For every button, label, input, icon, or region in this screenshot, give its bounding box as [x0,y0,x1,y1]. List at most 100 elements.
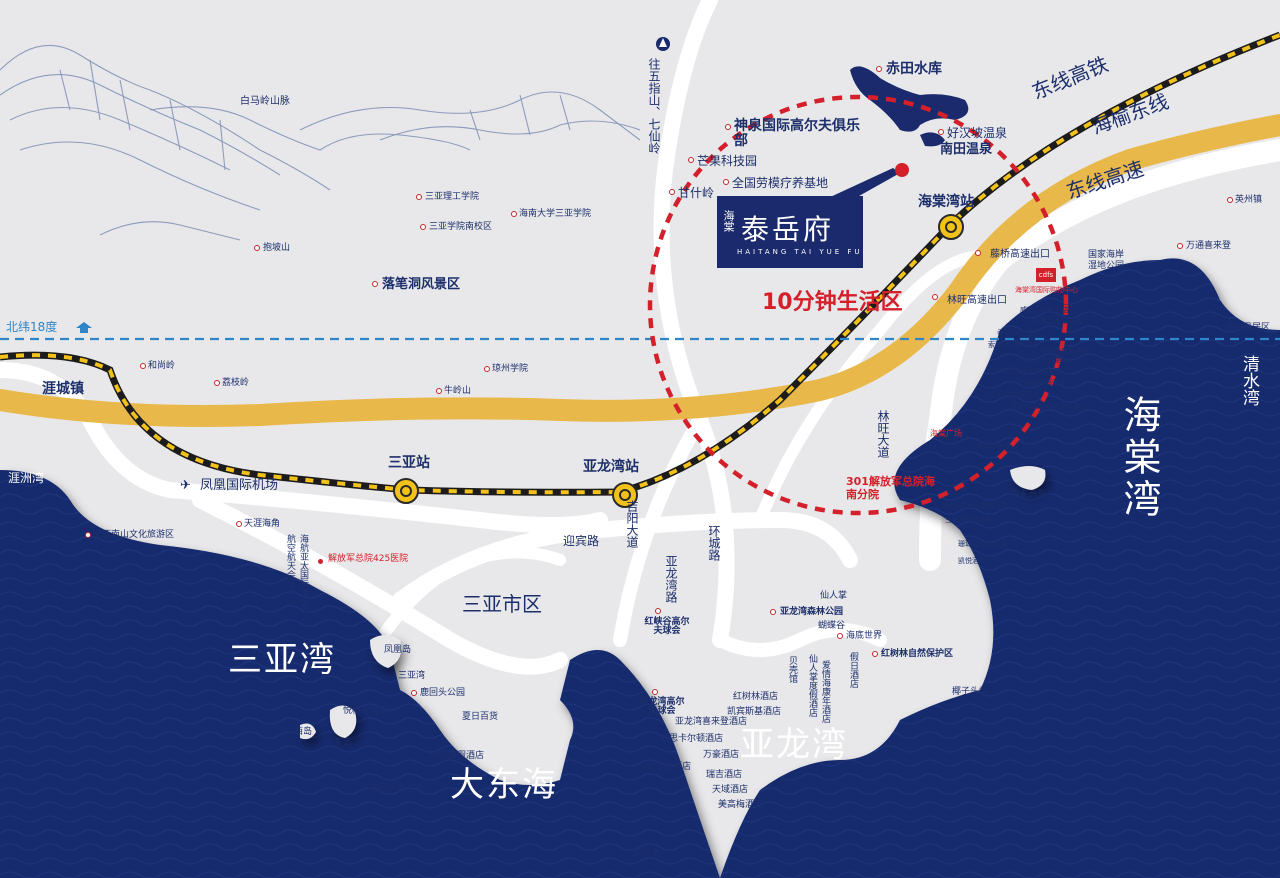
lingwang-road-label: 林旺大道 [876,410,890,458]
hotel-label: 航空航天会议中心 [285,534,295,606]
niulingshan-label: 牛岭山 [444,386,472,396]
place-dot [655,608,661,614]
hospital-dot [318,559,323,564]
place-dot [214,380,220,386]
fenghuangdao-label: 凤凰岛 [384,645,412,655]
hotel-label: 美高梅酒店 [718,800,764,810]
hotel-label: 假日酒店 [848,652,858,688]
place-dot [837,633,843,639]
project-logo[interactable]: 海棠 泰岳府 HAITANG TAI YUE FU [717,196,863,268]
hotel-label: 万达嘉华度假酒店 [983,391,1039,399]
yalongwan-station-label: 亚龙湾站 [583,459,639,475]
chiling-label: 赤岭民居区 [1225,323,1271,333]
hongxiagu-label: 红峡谷高尔夫球会 [644,617,690,636]
place-dot [938,129,944,135]
qingshui-bay-label: 清水湾 [1239,355,1259,406]
place-dot [254,245,260,251]
mangrove-label: 红树林自然保护区 [881,649,954,659]
hotel-label: 铂尔曼酒店 [646,762,692,772]
yeshutou-label: 椰子头岭 [952,687,989,697]
yazhou-bay-label: 涯洲湾 [8,471,45,485]
shenquan-label: 神泉国际高尔夫俱乐部 [734,118,860,150]
hotel-label: 凯宾斯基度假酒店 [1010,379,1066,387]
islands [300,466,1046,740]
station-icon[interactable] [612,482,638,508]
hotel-label: 三亚财经国际论坛永久会址 [1003,402,1087,410]
station-icon[interactable] [393,478,419,504]
paoposhan-label: 抱坡山 [263,243,291,253]
haopobo-label: 好汉坡温泉 [947,126,1008,140]
logo-small-text: 海棠 [722,210,735,232]
hotel-label: 索菲特度假酒店 [988,341,1037,349]
hedanling-label: 和尚岭 [148,361,176,371]
hotel-label: 朗德姆海景度假酒店 [945,502,1008,510]
baimaling-label: 白马岭山脉 [240,96,290,107]
nantian-pond [920,132,945,147]
place-dot [876,66,882,72]
place-dot [85,532,91,538]
place-dot [372,281,378,287]
xidao-label: 西岛 [294,727,313,737]
hotel-label: 丽思卡尔顿酒店 [660,734,724,744]
beike-label: 贝壳馆 [787,656,797,683]
place-dot [770,609,776,615]
sanya-bay-label: 三亚湾 [228,640,336,680]
yacheng-label: 涯城镇 [42,381,84,397]
logo-main-text: 泰岳府 [741,213,835,246]
sanya-station-label: 三亚站 [388,455,430,471]
qiongzhou-label: 琼州学院 [492,364,529,374]
yalong-golf-label: 亚龙湾高尔夫球会 [639,697,685,716]
hotel-label: 洲际度假酒店 [430,751,485,761]
hotel-label: 三亚湾 [398,671,426,681]
cdfs-logo: cdfs [1036,268,1056,282]
hotel-label: 希尔顿逸林滨海度假酒店 [985,367,1062,375]
chitian-label: 赤田水库 [886,61,942,77]
hotel-label: 爱情海康年酒店 [820,660,830,723]
xianrenzhang-label: 仙人掌 [820,591,848,601]
wandafu-label: 万通喜来登 [1186,241,1232,251]
airplane-icon: ✈ [180,478,191,493]
haitang-square-label: 海棠广场 [930,429,962,438]
hotel-label: 亚龙湾喜来登酒店 [675,717,748,727]
place-dot [236,521,242,527]
hotel-label: 红树林酒店 [733,692,779,702]
cdfs-mall-label: 海棠湾国际购物中心 [1015,286,1078,294]
luhuitou-golf-label: 鹿回头高尔夫 [370,784,425,794]
hotel-label: 天域酒店 [712,785,749,795]
place-dot [669,189,675,195]
dadonghai-label: 大东海 [450,765,558,805]
yalong-bay-label: 亚龙湾 [740,725,848,765]
dongdao-label: 东岛 [334,738,353,748]
to-wuzhishan-label: 往五指山、七仙岭 [647,58,661,154]
east-railway [0,31,1280,496]
yingbin-road-label: 迎宾路 [563,534,600,548]
haitang-bay-label: 海棠湾 [1117,395,1161,521]
yalongwan-road-label: 亚龙湾路 [664,555,678,603]
linwang-exit-label: 林旺高速出口 [947,295,1007,306]
guojia-park-label: 国家海岸湿地公园 [1088,250,1125,271]
hotel-label: 仙人掌度假酒店 [807,654,817,717]
yalong-forest-label: 亚龙湾森林公园 [780,607,844,617]
project-site-marker [895,163,909,177]
hotel-label: 威斯汀度假酒店 [1020,306,1069,314]
sanya-city-label: 三亚市区 [462,592,542,616]
hotel-label: 香格里拉酒店 [997,329,1039,337]
hotel-label: 万豪酒店 [703,750,740,760]
nanshan-label: 三亚南山文化旅游区 [93,530,175,540]
hotel-label: 喜来登度假酒店 [1040,347,1089,355]
mountain-sketch [0,44,641,241]
place-dot [688,157,694,163]
site-pointer [813,168,900,205]
hotel-label: 理文索菲特酒店 [1020,356,1069,364]
huancheng-road-label: 环城路 [707,525,721,561]
sanya-tech-label: 三亚理工学院 [425,192,480,202]
tengqiao-exit-label: 藤桥高速出口 [990,249,1050,260]
place-dot [511,211,517,217]
hotel-label: 海棠湾官邸 [975,442,1010,450]
station-icon[interactable] [938,214,964,240]
hotel-label: 夏日百货 [462,712,499,722]
place-dot [975,250,981,256]
place-dot [411,690,417,696]
hotel-label: 亚特兰蒂斯酒店 [1033,317,1082,325]
latitude-label: 北纬18度 [6,320,58,334]
